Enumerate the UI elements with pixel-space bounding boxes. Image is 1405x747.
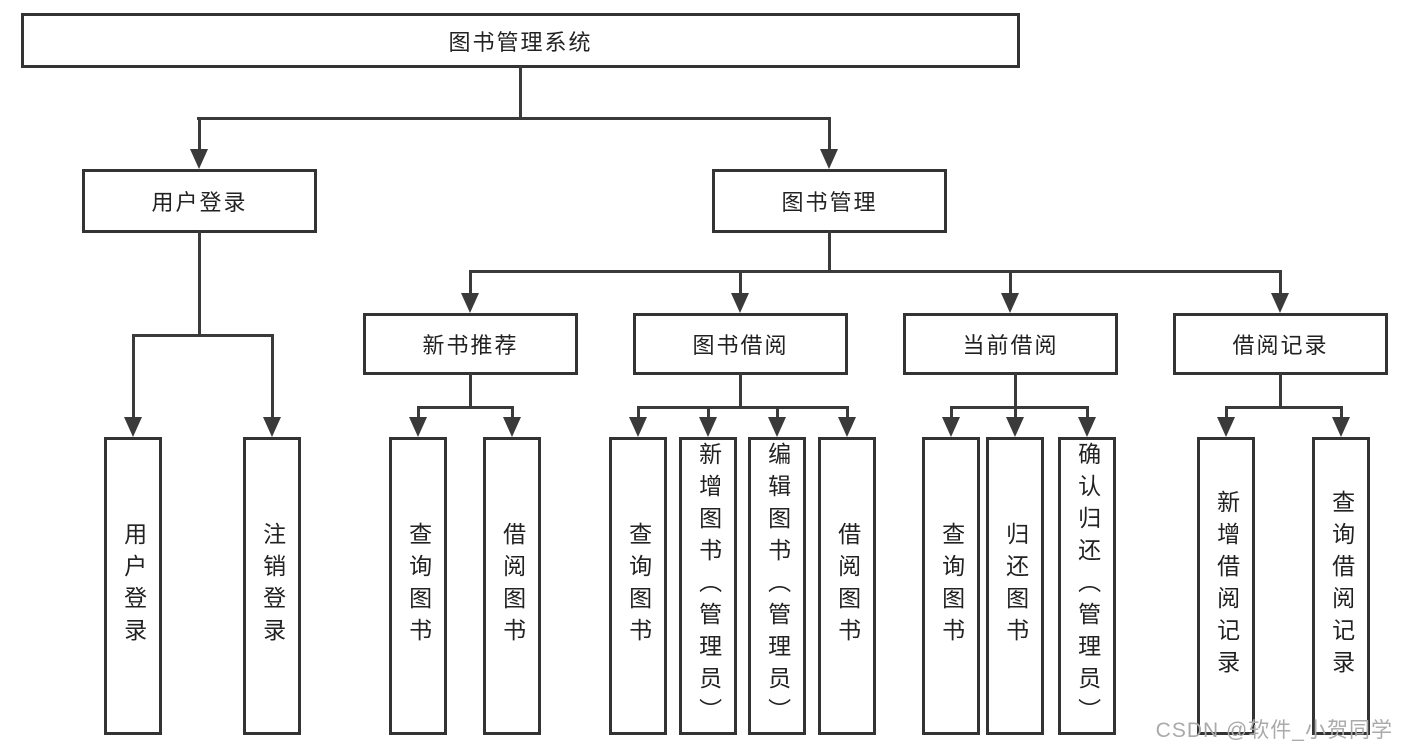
leaf-query-books-borrowing: 查询图书 bbox=[609, 437, 667, 735]
arrow-stem-leaf-logout bbox=[271, 334, 274, 419]
connector-user-login-vline bbox=[198, 231, 201, 337]
node-user-login: 用户登录 bbox=[82, 169, 317, 233]
node-book-management: 图书管理 bbox=[712, 169, 947, 233]
leaf-edit-books-admin: 编辑图书（管理员） bbox=[748, 437, 806, 735]
leaf-logout: 注销登录 bbox=[243, 437, 301, 735]
arrow-stem-borrow-books-2 bbox=[846, 406, 849, 419]
arrowhead-return-books bbox=[1006, 417, 1024, 437]
arrow-stem-current-borrowing bbox=[1009, 270, 1012, 295]
node-borrowing-records: 借阅记录 bbox=[1173, 313, 1388, 375]
leaf-borrow-books-recommend: 借阅图书 bbox=[483, 437, 541, 735]
leaf-label: 查询借阅记录 bbox=[1328, 490, 1355, 682]
arrowhead-borrow-books-2 bbox=[838, 417, 856, 437]
arrow-stem-add-record bbox=[1225, 406, 1228, 419]
arrowhead-query-books-1 bbox=[409, 417, 427, 437]
leaf-query-borrow-record: 查询借阅记录 bbox=[1312, 437, 1370, 735]
leaf-label: 确认归还（管理员） bbox=[1074, 442, 1101, 730]
leaf-query-books-current: 查询图书 bbox=[922, 437, 980, 735]
arrow-stem-borrow-books-1 bbox=[511, 406, 514, 419]
connector-current-vline bbox=[1014, 373, 1017, 409]
node-label: 借阅记录 bbox=[1232, 333, 1329, 358]
leaf-label: 借阅图书 bbox=[834, 522, 861, 650]
leaf-label: 编辑图书（管理员） bbox=[764, 442, 791, 730]
connector-recommend-vline bbox=[469, 373, 472, 409]
arrow-stem-edit-books bbox=[776, 406, 779, 419]
leaf-return-books: 归还图书 bbox=[986, 437, 1044, 735]
arrowhead-query-books-2 bbox=[629, 417, 647, 437]
node-label: 图书管理系统 bbox=[448, 29, 593, 55]
arrowhead-add-books bbox=[699, 417, 717, 437]
arrow-stem-book-management bbox=[828, 117, 831, 151]
arrowhead-book-borrowing bbox=[731, 293, 749, 313]
node-library-management-system: 图书管理系统 bbox=[21, 13, 1020, 68]
arrow-stem-user-login bbox=[198, 117, 201, 151]
leaf-label: 注销登录 bbox=[259, 522, 286, 650]
connector-book-management-vline bbox=[828, 231, 831, 273]
node-label: 新书推荐 bbox=[422, 333, 519, 358]
leaf-query-books-recommend: 查询图书 bbox=[389, 437, 447, 735]
connector-records-hline bbox=[1225, 406, 1343, 409]
node-label: 用户登录 bbox=[151, 190, 248, 215]
connector-records-vline bbox=[1279, 373, 1282, 409]
leaf-label: 新增借阅记录 bbox=[1213, 490, 1240, 682]
arrowhead-confirm-return bbox=[1078, 417, 1096, 437]
arrowhead-leaf-user-login bbox=[124, 417, 142, 437]
node-label: 当前借阅 bbox=[962, 333, 1059, 358]
arrow-stem-borrowing-records bbox=[1279, 270, 1282, 295]
arrowhead-user-login bbox=[190, 149, 208, 169]
node-current-borrowing: 当前借阅 bbox=[903, 313, 1118, 375]
leaf-label: 查询图书 bbox=[625, 522, 652, 650]
leaf-label: 新增图书（管理员） bbox=[695, 442, 722, 730]
node-label: 图书管理 bbox=[781, 190, 878, 215]
arrowhead-borrowing-records bbox=[1271, 293, 1289, 313]
connector-level3-hline bbox=[469, 270, 1282, 273]
connector-borrowing-vline bbox=[739, 373, 742, 409]
leaf-borrow-books-borrowing: 借阅图书 bbox=[818, 437, 876, 735]
csdn-watermark: CSDN @软件_小贺同学 bbox=[1155, 719, 1393, 742]
leaf-add-borrow-record: 新增借阅记录 bbox=[1197, 437, 1255, 735]
connector-recommend-hline bbox=[417, 406, 514, 409]
arrow-stem-confirm-return bbox=[1086, 406, 1089, 419]
node-new-book-recommend: 新书推荐 bbox=[363, 313, 578, 375]
connector-current-hline bbox=[950, 406, 1089, 409]
arrow-stem-query-books-1 bbox=[417, 406, 420, 419]
leaf-confirm-return-admin: 确认归还（管理员） bbox=[1058, 437, 1116, 735]
arrowhead-borrow-books-1 bbox=[503, 417, 521, 437]
leaf-label: 查询图书 bbox=[938, 522, 965, 650]
arrow-stem-add-books bbox=[707, 406, 710, 419]
arrowhead-current-borrowing bbox=[1001, 293, 1019, 313]
arrowhead-new-book-recommend bbox=[461, 293, 479, 313]
arrow-stem-query-books-3 bbox=[950, 406, 953, 419]
leaf-label: 借阅图书 bbox=[499, 522, 526, 650]
leaf-label: 查询图书 bbox=[405, 522, 432, 650]
arrowhead-query-record bbox=[1332, 417, 1350, 437]
arrow-stem-book-borrowing bbox=[739, 270, 742, 295]
arrow-stem-query-books-2 bbox=[637, 406, 640, 419]
arrow-stem-new-book-recommend bbox=[469, 270, 472, 295]
arrowhead-book-management bbox=[820, 149, 838, 169]
arrowhead-edit-books bbox=[768, 417, 786, 437]
arrowhead-leaf-logout bbox=[263, 417, 281, 437]
arrow-stem-leaf-user-login bbox=[132, 334, 135, 419]
connector-borrowing-hline bbox=[637, 406, 849, 409]
arrow-stem-query-record bbox=[1340, 406, 1343, 419]
arrow-stem-return-books bbox=[1014, 406, 1017, 419]
arrowhead-add-record bbox=[1217, 417, 1235, 437]
connector-level2-hline bbox=[197, 117, 831, 120]
arrowhead-query-books-3 bbox=[942, 417, 960, 437]
node-label: 图书借阅 bbox=[692, 333, 789, 358]
leaf-label: 归还图书 bbox=[1002, 522, 1029, 650]
connector-root-vline bbox=[519, 66, 522, 120]
leaf-add-books-admin: 新增图书（管理员） bbox=[679, 437, 737, 735]
leaf-user-login: 用户登录 bbox=[104, 437, 162, 735]
connector-user-login-hline bbox=[132, 334, 274, 337]
leaf-label: 用户登录 bbox=[120, 522, 147, 650]
node-book-borrowing: 图书借阅 bbox=[633, 313, 848, 375]
